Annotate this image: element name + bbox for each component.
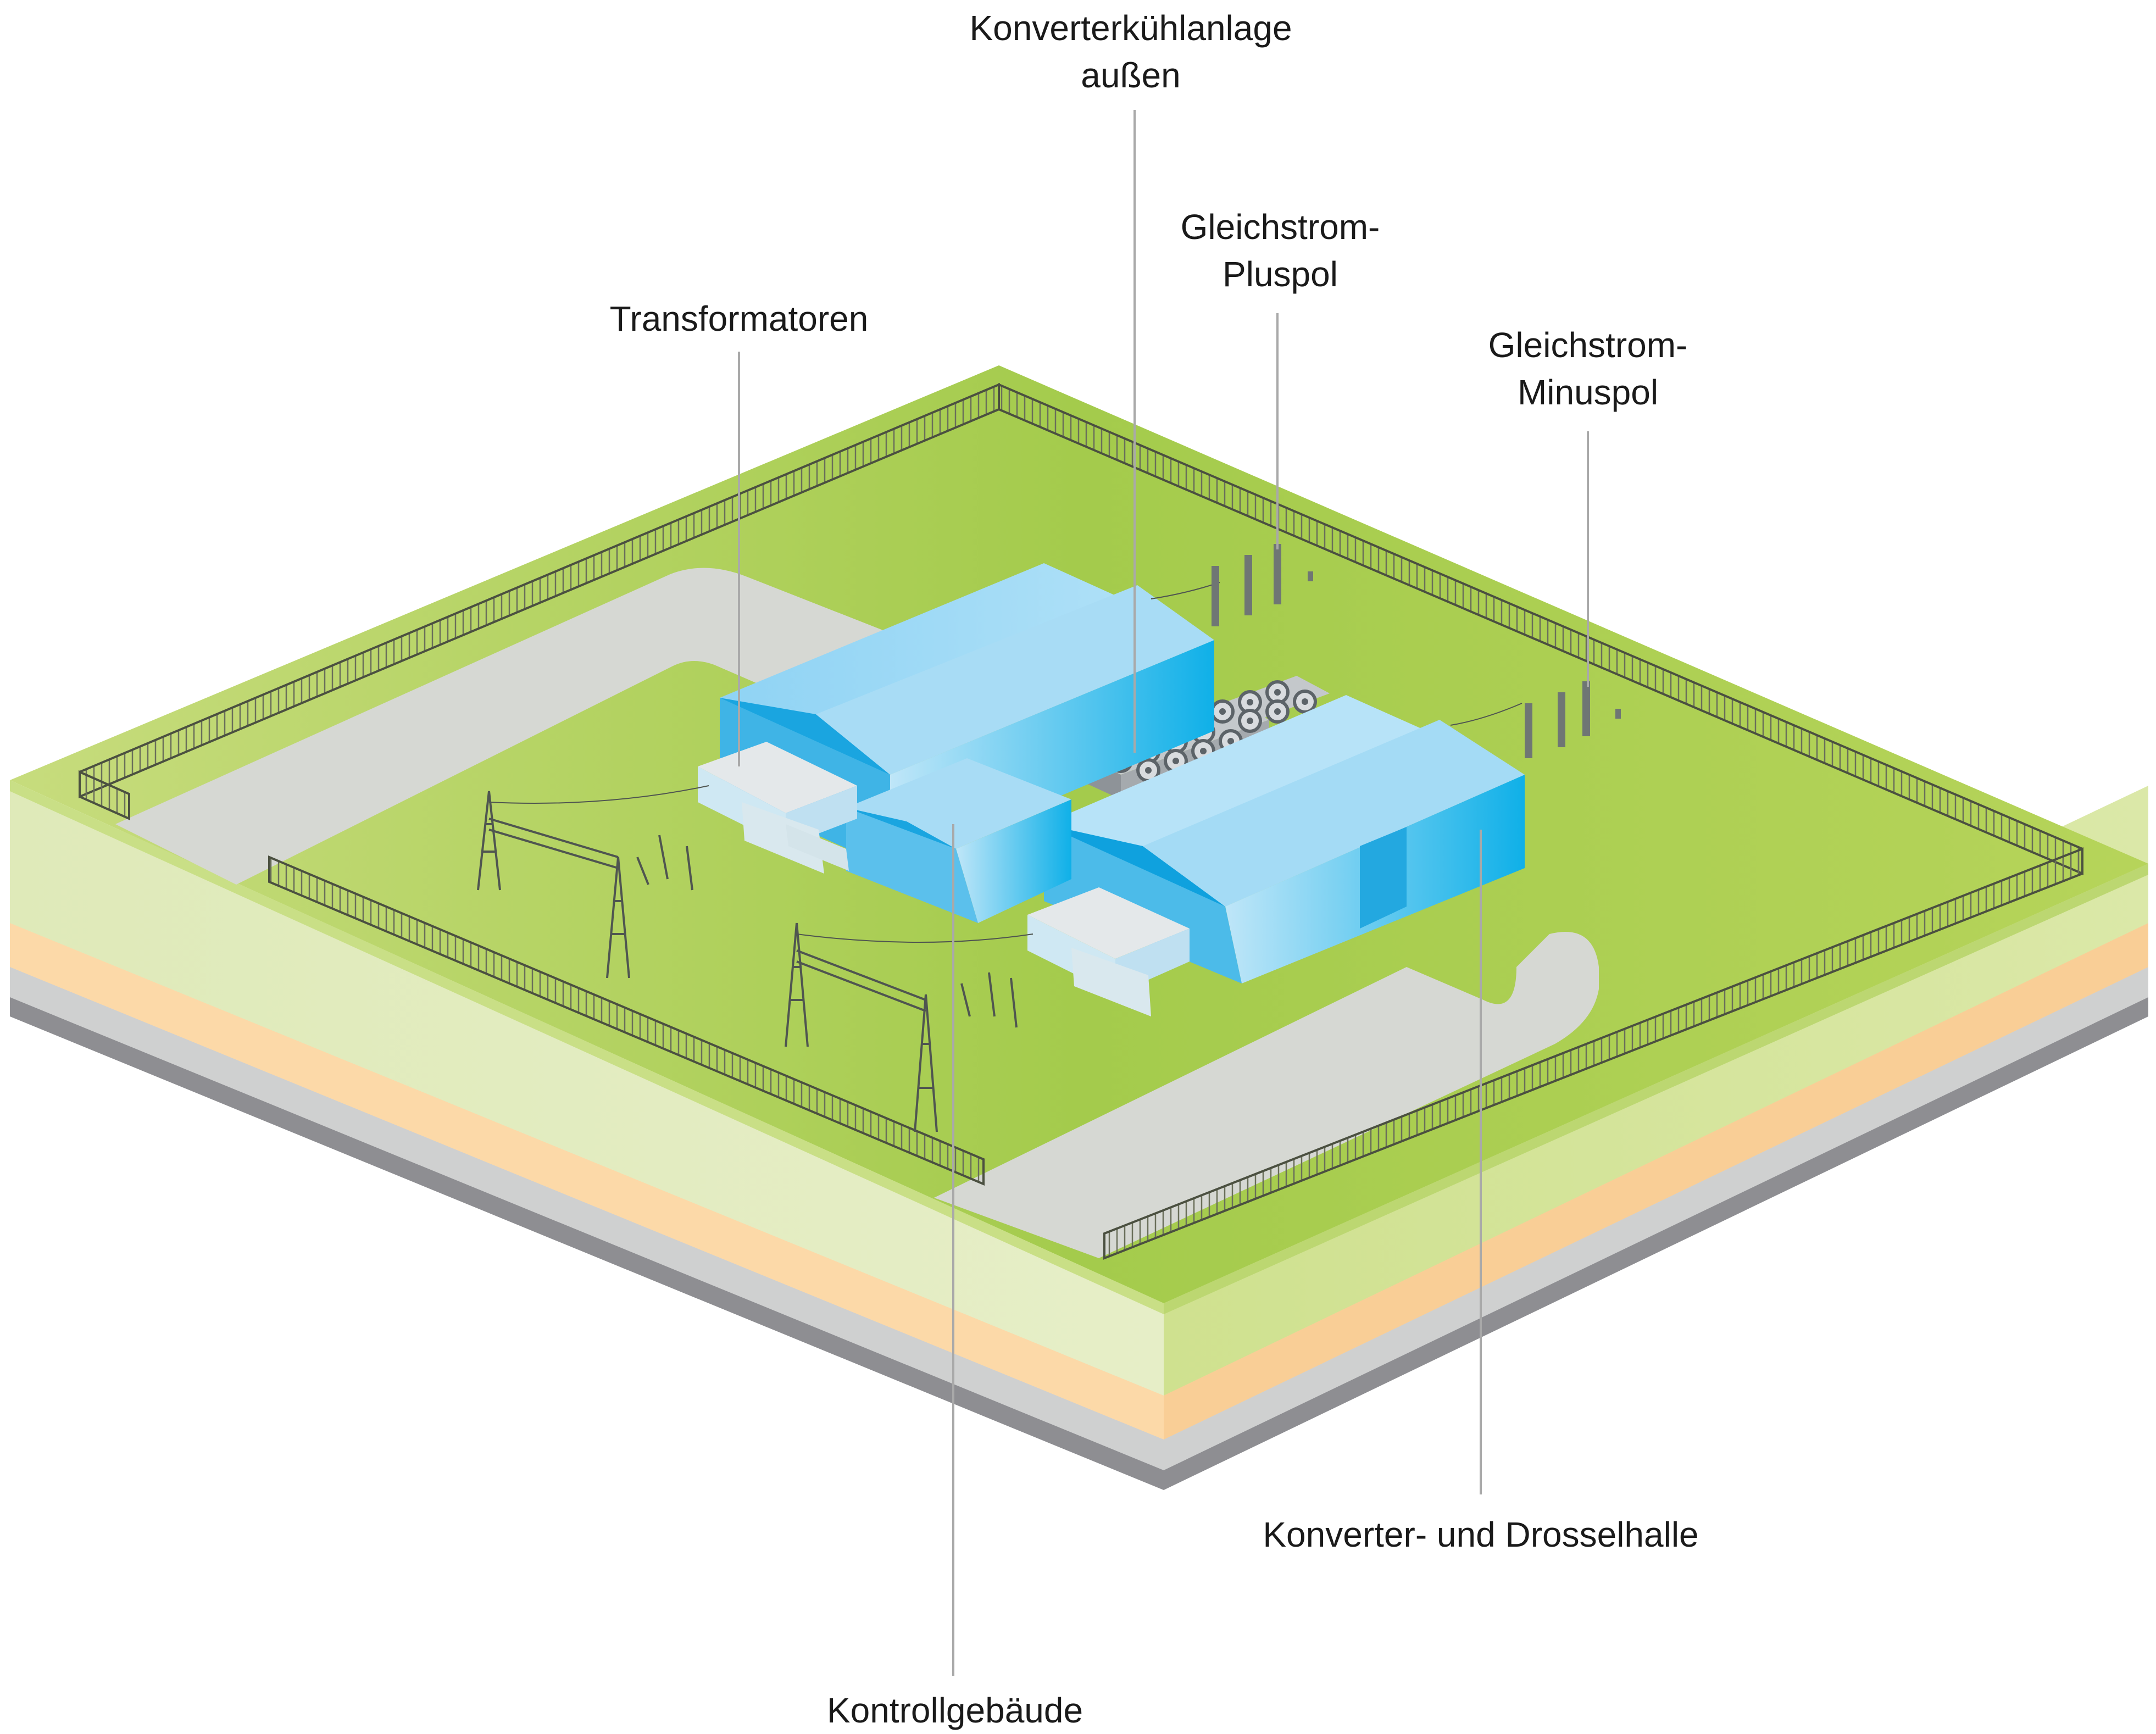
leader-lines [738, 110, 1589, 1676]
layer-gravel [10, 934, 2148, 1470]
label-minus-line1: Gleichstrom- [1488, 325, 1688, 365]
pylons [477, 791, 1018, 1132]
perimeter-fence [79, 382, 2083, 1260]
road-network [115, 568, 1599, 1258]
label-plus-line2: Pluspol [1223, 254, 1338, 294]
label-hall-text: Konverter- und Drosselhalle [1263, 1515, 1699, 1554]
dc-minus-pole [1525, 681, 1621, 758]
label-plus-pole: Gleichstrom- Pluspol [1181, 203, 1380, 298]
layer-soil-left [10, 786, 1164, 1396]
label-cooling-line1: Konverterkühlanlage [969, 8, 1292, 48]
label-plus-line1: Gleichstrom- [1180, 207, 1380, 247]
label-cooling-line2: außen [1081, 55, 1181, 95]
control-building [846, 758, 1071, 923]
label-minus-pole: Gleichstrom- Minuspol [1488, 321, 1688, 416]
transformers-b [1027, 887, 1190, 1016]
transformers-a [698, 742, 857, 874]
label-control: Kontrollgebäude [827, 1687, 1083, 1734]
label-hall: Konverter- und Drosselhalle [1263, 1511, 1698, 1558]
label-transformers-text: Transformatoren [609, 299, 869, 338]
dc-plus-pole [1212, 544, 1313, 626]
inner-fence [268, 855, 985, 1186]
converter-hall-front [1044, 695, 1525, 983]
label-cooling: Konverterkühlanlage außen [969, 4, 1292, 99]
label-minus-line2: Minuspol [1517, 373, 1659, 412]
label-transformers: Transformatoren [610, 295, 869, 342]
overhead-wires [488, 582, 1522, 943]
label-control-text: Kontrollgebäude [826, 1691, 1083, 1730]
